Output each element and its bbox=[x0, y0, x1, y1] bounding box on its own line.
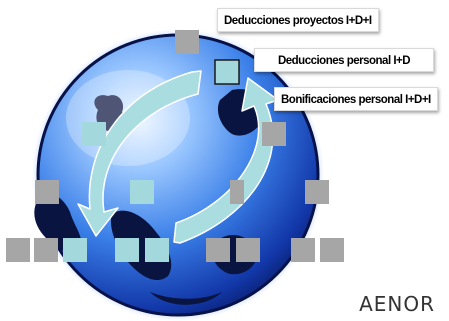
square-bottom-4 bbox=[115, 238, 139, 262]
square-bottom-8 bbox=[291, 238, 315, 262]
square-bottom-2 bbox=[34, 238, 58, 262]
continent-africa bbox=[110, 210, 172, 281]
cycle-arrow-left bbox=[77, 70, 202, 237]
cycle-arrow-right bbox=[173, 77, 279, 244]
callout-personnel[interactable]: Deducciones personal I+D bbox=[254, 48, 434, 72]
square-bottom-6 bbox=[206, 238, 230, 262]
callout-projects-label: Deducciones proyectos I+D+I bbox=[224, 15, 372, 27]
square-bottom-3 bbox=[63, 238, 87, 262]
indicator-squares bbox=[6, 30, 344, 262]
square-selected[interactable] bbox=[214, 59, 240, 85]
square-bottom-5 bbox=[145, 238, 169, 262]
square-bottom-1 bbox=[6, 238, 30, 262]
square-left-lower bbox=[35, 180, 59, 204]
square-bottom-7 bbox=[236, 238, 260, 262]
callout-personnel-label: Deducciones personal I+D bbox=[277, 55, 411, 67]
square-right-lower-a bbox=[230, 180, 244, 204]
callout-projects[interactable]: Deducciones proyectos I+D+I bbox=[217, 8, 379, 32]
callout-bonuses-label: Bonificaciones personal I+D+I bbox=[281, 94, 431, 106]
callout-bonuses[interactable]: Bonificaciones personal I+D+I bbox=[274, 87, 438, 111]
square-center-lower bbox=[130, 180, 154, 204]
square-right-lower-b bbox=[305, 180, 329, 204]
square-left-mid bbox=[82, 122, 106, 146]
square-top bbox=[175, 30, 199, 54]
square-bottom-9 bbox=[320, 238, 344, 262]
square-right-mid bbox=[262, 122, 286, 146]
brand-logo: AENOR bbox=[359, 292, 435, 316]
continent-antarctica bbox=[150, 292, 222, 305]
